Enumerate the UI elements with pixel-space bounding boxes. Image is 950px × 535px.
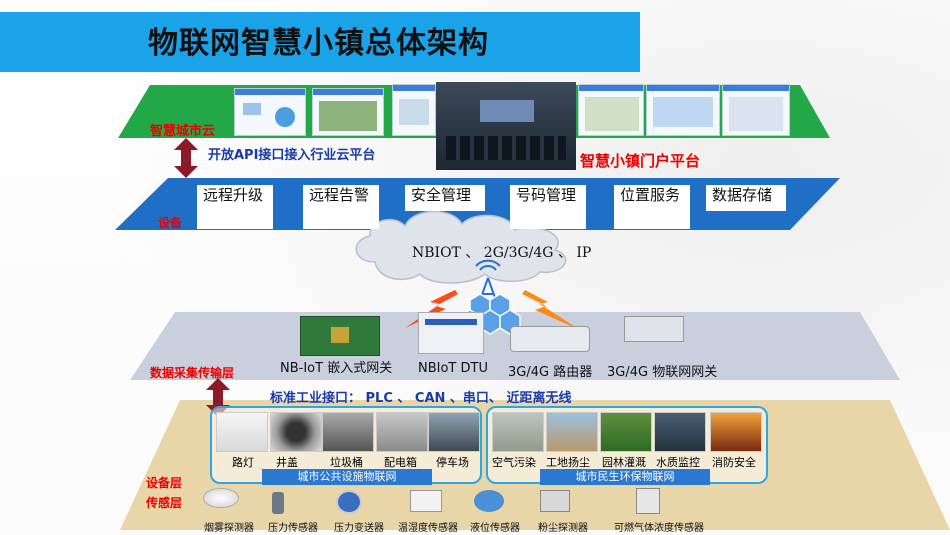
humidity-sensor-icon [410, 490, 442, 512]
thumb-parking [428, 412, 480, 452]
api-arrow [174, 138, 198, 178]
module-remote-upgrade: 远程升级 [197, 185, 273, 229]
thumb-trashbin [322, 412, 374, 452]
title-bar [0, 12, 640, 72]
transport-layer-label: 数据采集传输层 [150, 366, 235, 380]
nbiot-dtu-box [418, 312, 484, 354]
sensor-label-dust: 粉尘探测器 [538, 523, 588, 534]
thumb-irrigation [600, 412, 652, 452]
module-location: 位置服务 [614, 185, 690, 229]
portal-screenshot-3 [392, 84, 436, 136]
public-panel-caption: 城市公共设施物联网 [262, 469, 432, 485]
sensor-label-pressure: 压力传感器 [268, 523, 318, 534]
level-sensor-icon [474, 490, 504, 512]
smoke-detector-icon [203, 488, 239, 508]
portal-text: 智慧小镇门户平台 [580, 152, 701, 170]
signal-bolt-left [405, 290, 458, 328]
network-text: NBIOT 、 2G/3G/4G 、 IP [412, 245, 592, 261]
pressure-transmitter-icon [336, 490, 362, 514]
thumb-manhole [270, 412, 322, 452]
thumb-distribution-box [376, 412, 428, 452]
module-remote-alarm: 远程告警 [303, 185, 379, 229]
label-streetlight: 路灯 [232, 456, 254, 469]
portal-screenshot-4 [578, 84, 644, 136]
nbiot-gateway-board [300, 316, 380, 356]
env-panel-caption: 城市民生环保物联网 [540, 469, 710, 485]
device-router: 3G/4G 路由器 [508, 365, 593, 380]
sensor-label-transmitter: 压力变送器 [334, 523, 384, 534]
thumb-streetlight [216, 412, 268, 452]
iot-gateway-box [624, 316, 684, 342]
portal-screenshot-6 [722, 84, 790, 136]
sensor-label-gas: 可燃气体浓度传感器 [614, 523, 704, 534]
label-distribution-box: 配电箱 [384, 456, 417, 469]
page-title: 物联网智慧小镇总体架构 [148, 26, 489, 61]
label-water-quality: 水质监控 [656, 456, 700, 469]
api-text: 开放API接口接入行业云平台 [208, 148, 376, 163]
dust-detector-icon [540, 490, 570, 512]
thumb-fire-safety [710, 412, 762, 452]
module-security: 安全管理 [405, 185, 485, 211]
portal-screenshot-5 [646, 84, 720, 136]
thumb-construction-dust [546, 412, 598, 452]
device-nbiot-dtu: NBIoT DTU [418, 361, 488, 376]
gas-sensor-icon [636, 488, 660, 514]
sensor-label-smoke: 烟雾探测器 [204, 523, 254, 534]
device-layer-label: 设备层 [146, 476, 183, 490]
portal-screenshot-1 [234, 88, 306, 136]
sensor-label-humidity: 温湿度传感器 [398, 523, 458, 534]
sensor-label-level: 液位传感器 [470, 523, 520, 534]
command-center-photo [436, 82, 576, 170]
sensor-layer-label: 传感层 [146, 496, 183, 510]
platform-layer-label: 设备 [158, 216, 183, 230]
cloud-layer-label: 智慧城市云 [150, 124, 216, 139]
signal-bolt-right [522, 290, 580, 330]
interface-text: 标准工业接口： PLC 、 CAN 、串口、 近距离无线 [270, 391, 572, 406]
device-nbiot-gateway: NB-IoT 嵌入式网关 [280, 361, 393, 376]
module-storage: 数据存储 [706, 185, 786, 211]
device-iot-gateway: 3G/4G 物联网网关 [607, 365, 718, 380]
label-trashbin: 垃圾桶 [330, 456, 363, 469]
label-irrigation: 园林灌溉 [602, 456, 646, 469]
label-parking: 停车场 [436, 456, 469, 469]
label-construction-dust: 工地扬尘 [546, 456, 590, 469]
label-air-pollution: 空气污染 [492, 456, 536, 469]
thumb-air-pollution [492, 412, 544, 452]
thumb-water-quality [654, 412, 706, 452]
label-manhole: 井盖 [276, 456, 298, 469]
network-cloud [355, 210, 567, 284]
router-box [510, 326, 590, 352]
module-number-mgmt: 号码管理 [510, 185, 586, 229]
pressure-sensor-icon [272, 492, 284, 514]
label-fire-safety: 消防安全 [712, 456, 756, 469]
portal-screenshot-2 [312, 88, 384, 136]
